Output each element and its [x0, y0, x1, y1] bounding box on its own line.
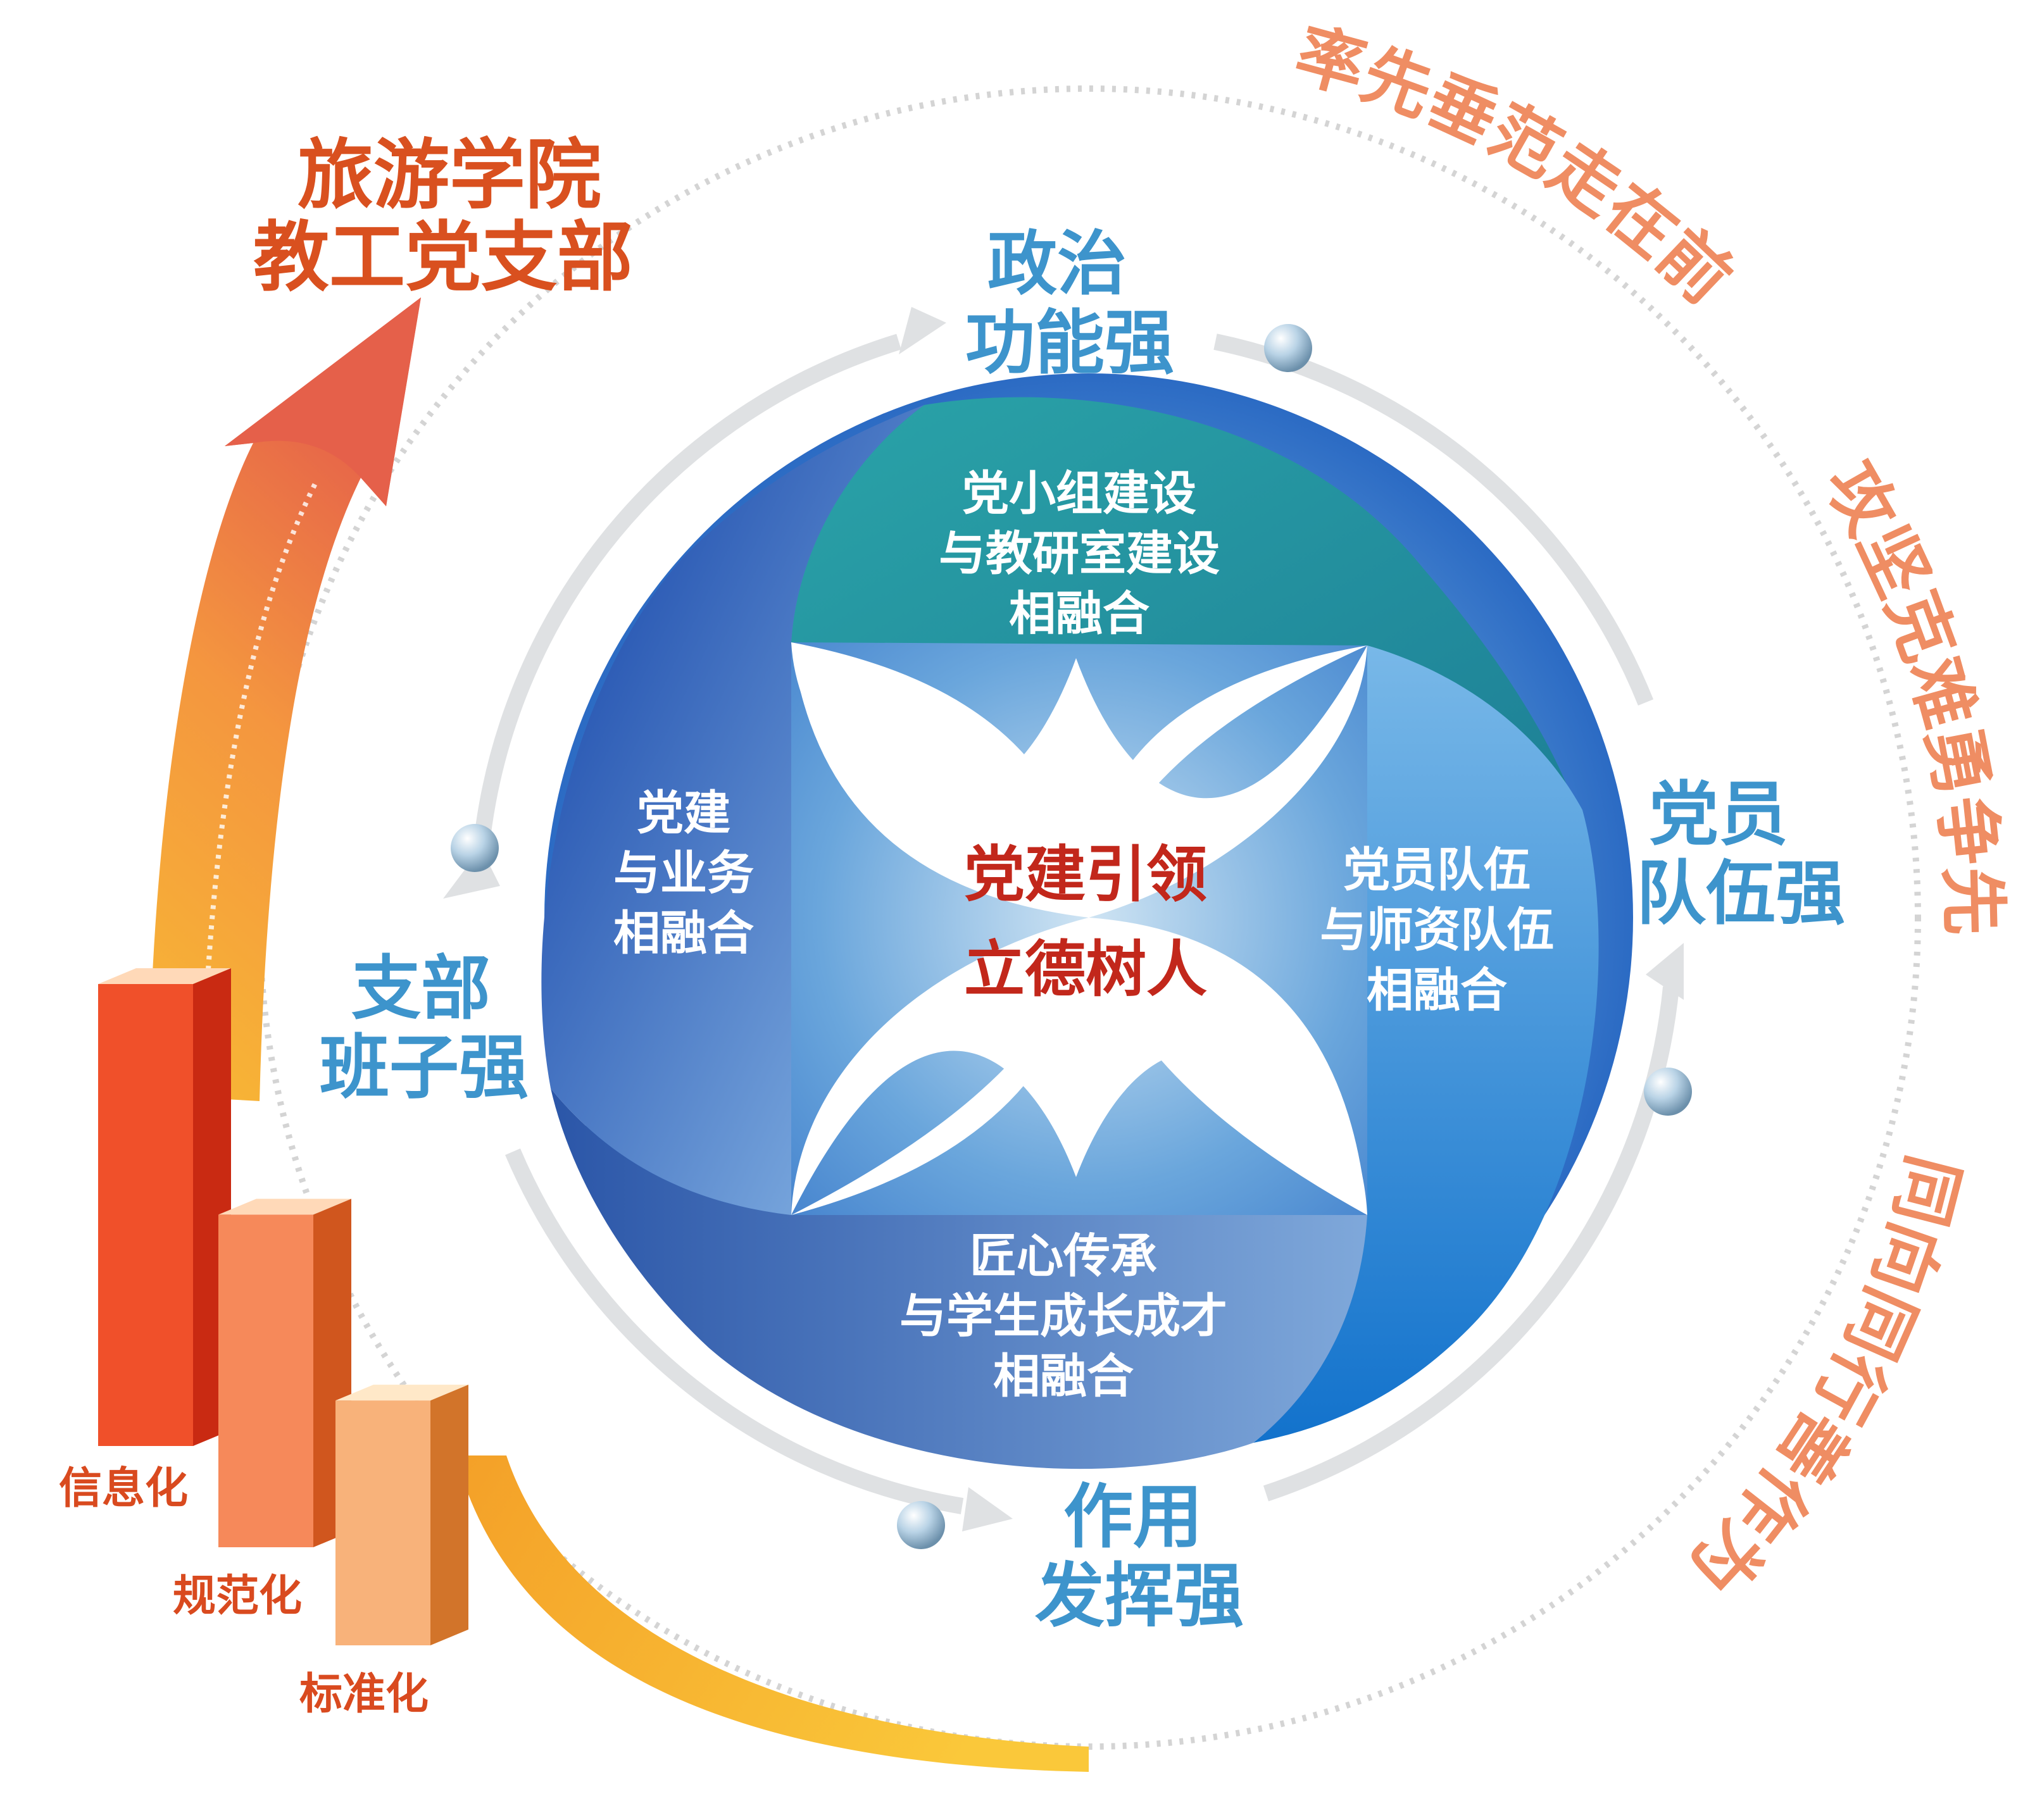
dimension-bottom-line-1: 作用: [1063, 1476, 1203, 1557]
dimension-right: 党员 队伍强: [1636, 774, 1845, 934]
dimension-top-line-1: 政治: [987, 223, 1127, 304]
petal-top: [791, 397, 1582, 829]
bar-3-label: 标准化: [299, 1669, 429, 1719]
petal-bottom-text: 匠心传承 与学生成长成才 相融合: [899, 1229, 1227, 1404]
slogan-1: 率先垂范走在前: [1287, 15, 1746, 319]
petal-left-text: 党建 与业务 相融合: [613, 786, 754, 961]
dimension-top: 政治 功能强: [965, 223, 1174, 383]
petal-left-line-1: 党建: [637, 786, 730, 840]
center-star-fill: [791, 642, 1367, 1215]
pearl-bottom: [897, 1501, 945, 1549]
petal-right-line-2: 与师资队伍: [1320, 903, 1554, 957]
dimension-top-line-2: 功能强: [965, 302, 1174, 383]
bar-2-top: [218, 1199, 351, 1215]
growth-arrow: [149, 297, 1089, 1772]
petal-bottom-line-3: 相融合: [993, 1349, 1134, 1404]
petal-top-line-1: 党小组建设: [962, 466, 1196, 521]
bar-1-front: [98, 984, 193, 1446]
dimension-left-line-2: 班子强: [320, 1027, 529, 1108]
petal-top-line-3: 相融合: [1009, 587, 1149, 641]
center-line-1: 党建引领: [964, 839, 1207, 910]
dimension-left: 支部 班子强: [320, 948, 529, 1108]
petal-right-text: 党员队伍 与师资队伍 相融合: [1320, 843, 1554, 1018]
dimension-bottom-line-2: 发挥强: [1035, 1555, 1244, 1636]
petal-top-line-2: 与教研室建设: [939, 527, 1220, 581]
bar-3-side: [430, 1385, 468, 1645]
petal-left-line-3: 相融合: [613, 906, 754, 961]
bar-2-label: 规范化: [173, 1571, 302, 1621]
title-line-2: 教工党支部: [253, 214, 633, 302]
bar-3-front: [335, 1400, 430, 1645]
petal-left-line-2: 与业务: [613, 846, 754, 901]
bar-1-top: [98, 968, 231, 984]
slogan-3-path: 同向同行善作为: [1674, 1148, 1973, 1609]
pearl-left: [451, 824, 499, 872]
center-star: [791, 642, 1367, 1215]
bar-3-top: [335, 1385, 468, 1401]
branch-title: 旅游学院 教工党支部: [253, 132, 633, 302]
petal-bottom-line-1: 匠心传承: [970, 1229, 1157, 1283]
pearl-top: [1264, 324, 1312, 372]
slogan-3: 同向同行善作为: [1674, 1148, 1973, 1609]
dimension-bottom: 作用 发挥强: [1035, 1476, 1244, 1636]
petal-bottom: [551, 1088, 1367, 1469]
dimension-right-line-2: 队伍强: [1636, 853, 1845, 934]
petal-bottom-line-2: 与学生成长成才: [899, 1289, 1227, 1343]
petal-right: [1253, 645, 1599, 1443]
pearl-right: [1644, 1068, 1692, 1116]
petal-top-text: 党小组建设 与教研室建设 相融合: [939, 466, 1220, 641]
dimension-right-line-1: 党员: [1649, 774, 1788, 855]
title-line-1: 旅游学院: [298, 132, 601, 220]
slogan-1-path: 率先垂范走在前: [1287, 15, 1746, 319]
petal-right-line-3: 相融合: [1367, 963, 1507, 1018]
center-line-2: 立德树人: [964, 934, 1207, 1005]
dimension-left-line-1: 支部: [351, 948, 491, 1029]
bar-2-front: [218, 1214, 313, 1547]
petal-right-line-1: 党员队伍: [1343, 843, 1531, 897]
petal-left: [541, 405, 924, 1215]
bar-1-label: 信息化: [59, 1464, 188, 1514]
